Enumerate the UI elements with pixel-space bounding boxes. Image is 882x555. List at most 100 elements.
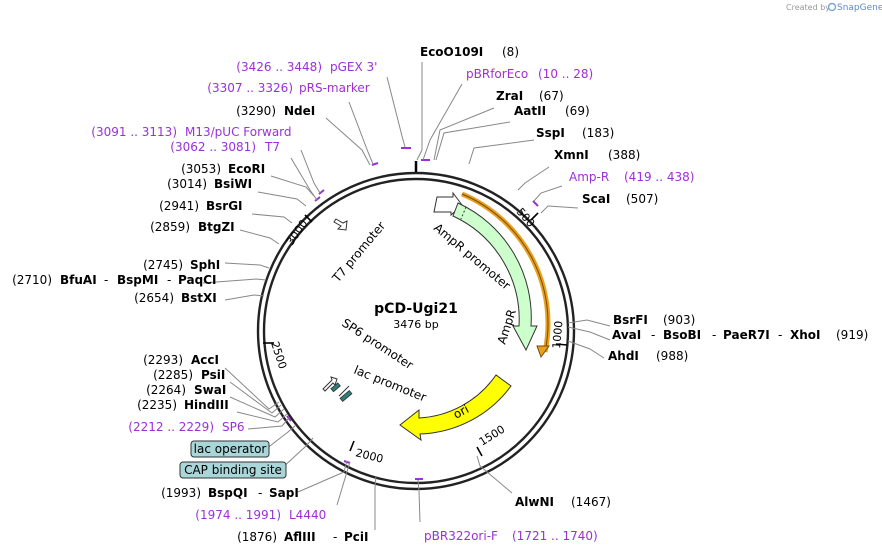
label-sp6-primer[interactable]: (2212 .. 2229) SP6 (128, 420, 244, 434)
plasmid-name: pCD-Ugi21 (374, 301, 458, 317)
label-ndei[interactable]: (3290) NdeI (236, 104, 315, 118)
label-m13-puc-forward[interactable]: (3091 .. 3113) M13/pUC Forward (91, 125, 291, 139)
label-aatii[interactable]: AatII (69) (514, 104, 590, 118)
svg-text:(3053): (3053) (181, 162, 221, 176)
label-acci[interactable]: (2293) AccI (143, 353, 219, 367)
svg-text:(2745): (2745) (143, 258, 183, 272)
svg-text:(1993): (1993) (161, 486, 201, 500)
label-scai[interactable]: ScaI (507) (582, 192, 658, 206)
label-pbr322ori-f[interactable]: pBR322ori-F (1721 .. 1740) (424, 529, 598, 543)
lac-operator-badge[interactable]: lac operator (190, 440, 270, 458)
svg-text:(3091 .. 3113): (3091 .. 3113) (91, 125, 177, 139)
svg-text:-: - (712, 328, 716, 342)
svg-text:PaeR7I: PaeR7I (723, 328, 770, 342)
label-zrai[interactable]: ZraI (67) (496, 89, 564, 103)
svg-text:(2293): (2293) (143, 353, 183, 367)
svg-text:XhoI: XhoI (790, 328, 821, 342)
svg-text:PaqCI: PaqCI (178, 273, 216, 287)
svg-text:(2285): (2285) (153, 368, 193, 382)
label-l4440[interactable]: (1974 .. 1991) L4440 (195, 508, 326, 522)
svg-text:-: - (167, 273, 171, 287)
snapgene-logo-icon (827, 2, 837, 12)
label-bstxi[interactable]: (2654) BstXI (134, 291, 217, 305)
label-ahdi[interactable]: AhdI (988) (608, 349, 688, 363)
label-btgzi[interactable]: (2859) BtgZI (150, 220, 235, 234)
svg-text:(3014): (3014) (167, 177, 207, 191)
label-avai-group[interactable]: AvaI - BsoBI - PaeR7I - XhoI (919) (612, 328, 868, 342)
svg-text:HindIII: HindIII (184, 398, 229, 412)
label-afliii-group[interactable]: (1876) AflIII - PciI (237, 530, 368, 544)
svg-text:AlwNI: AlwNI (515, 495, 554, 509)
plasmid-size: 3476 bp (393, 318, 438, 331)
svg-text:AflIII: AflIII (284, 530, 316, 544)
ampr-gene-arrow (452, 202, 538, 352)
svg-text:EcoO109I: EcoO109I (420, 45, 483, 59)
svg-text:(1974 .. 1991): (1974 .. 1991) (195, 508, 281, 522)
tick-2000: 2000 (349, 440, 385, 466)
credit-brand: SnapGene (837, 3, 882, 13)
label-amp-r[interactable]: Amp-R (419 .. 438) (569, 170, 694, 184)
svg-text:XmnI: XmnI (554, 148, 589, 162)
sp6-lac-glyphs (322, 376, 353, 402)
svg-text:(8): (8) (502, 45, 519, 59)
svg-text:(183): (183) (582, 126, 614, 140)
tick-1500: 1500 (476, 423, 508, 457)
svg-text:pRS-marker: pRS-marker (299, 81, 370, 95)
label-t7-primer[interactable]: (3062 .. 3081) T7 (170, 140, 280, 154)
svg-text:(419 .. 438): (419 .. 438) (624, 170, 694, 184)
svg-text:SphI: SphI (190, 258, 220, 272)
svg-text:AatII: AatII (514, 104, 546, 118)
svg-text:pBRforEco: pBRforEco (466, 67, 528, 81)
svg-text:1000: 1000 (550, 320, 565, 349)
svg-text:(2212 .. 2229): (2212 .. 2229) (128, 420, 214, 434)
svg-text:SapI: SapI (269, 486, 299, 500)
label-pgex3[interactable]: (3426 .. 3448) pGEX 3' (236, 60, 377, 74)
cap-binding-site-badge[interactable]: CAP binding site (179, 461, 287, 479)
svg-text:ScaI: ScaI (582, 192, 610, 206)
label-bsrfi[interactable]: BsrFI (903) (613, 313, 695, 327)
label-bfuai-group[interactable]: (2710) BfuAI - BspMI - PaqCI (12, 273, 216, 287)
svg-text:-: - (778, 328, 782, 342)
tick-1000: 1000 (550, 320, 568, 349)
label-sphi[interactable]: (2745) SphI (143, 258, 220, 272)
svg-text:AccI: AccI (191, 353, 219, 367)
svg-text:3000: 3000 (284, 217, 311, 247)
svg-text:BfuAI: BfuAI (60, 273, 97, 287)
svg-text:(2859): (2859) (150, 220, 190, 234)
label-ecori[interactable]: (3053) EcoRI (181, 162, 265, 176)
label-swai[interactable]: (2264) SwaI (146, 383, 226, 397)
svg-text:PsiI: PsiI (201, 368, 225, 382)
label-sspi[interactable]: SspI (183) (536, 126, 614, 140)
label-bspqi-group[interactable]: (1993) BspQI - SapI (161, 486, 299, 500)
svg-text:BtgZI: BtgZI (198, 220, 235, 234)
svg-text:(388): (388) (608, 148, 640, 162)
label-psii[interactable]: (2285) PsiI (153, 368, 225, 382)
label-bsiwi[interactable]: (3014) BsiWI (167, 177, 252, 191)
svg-text:BsrGI: BsrGI (206, 199, 243, 213)
svg-text:(507): (507) (626, 192, 658, 206)
svg-text:AhdI: AhdI (608, 349, 639, 363)
svg-text:NdeI: NdeI (284, 104, 315, 118)
svg-text:1500: 1500 (477, 423, 508, 449)
label-alwni[interactable]: AlwNI (1467) (515, 495, 611, 509)
svg-text:(1467): (1467) (571, 495, 611, 509)
label-bsrgi[interactable]: (2941) BsrGI (159, 199, 242, 213)
label-ecoo109i[interactable]: EcoO109I (8) (420, 45, 519, 59)
svg-text:(2941): (2941) (159, 199, 199, 213)
svg-text:BspMI: BspMI (117, 273, 158, 287)
label-hindiii[interactable]: (2235) HindIII (137, 398, 229, 412)
backbone-outer (256, 171, 576, 491)
svg-text:BsiWI: BsiWI (214, 177, 252, 191)
feature-label-ori: ori (451, 402, 471, 422)
svg-text:BsoBI: BsoBI (663, 328, 701, 342)
svg-text:ZraI: ZraI (496, 89, 523, 103)
label-prs-marker[interactable]: (3307 .. 3326) pRS-marker (207, 81, 369, 95)
label-pbrforeco[interactable]: pBRforEco (10 .. 28) (466, 67, 593, 81)
ori-arrow (399, 374, 512, 442)
label-xmni[interactable]: XmnI (388) (554, 148, 640, 162)
svg-text:-: - (333, 530, 337, 544)
feature-label-lac-promoter: lac promoter (352, 363, 428, 405)
svg-text:L4440: L4440 (289, 508, 326, 522)
svg-text:CAP binding site: CAP binding site (184, 463, 282, 477)
svg-text:SP6: SP6 (222, 420, 245, 434)
